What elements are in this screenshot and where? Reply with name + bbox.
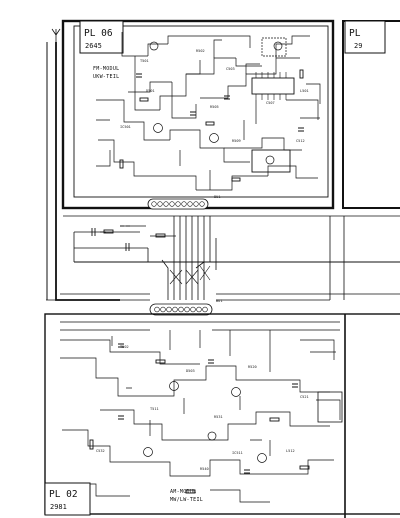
fm-module-title-line1: FM-MODUL	[93, 66, 119, 72]
component-designator: R502	[196, 49, 205, 53]
plate-outer-frame-left	[55, 42, 120, 301]
fm-module-plate-number: 2645	[85, 42, 102, 50]
component-designator: T511	[150, 407, 159, 411]
neighbor-plate-number: 29	[354, 42, 362, 50]
am-module-connector-label: BU1	[216, 299, 223, 303]
interconnect-passives	[91, 228, 166, 251]
fm-module-plate-label: PL 06	[84, 28, 113, 39]
am-module-title-line1: AM-MODUL	[170, 489, 196, 495]
neighbor-sheet: PL 29	[342, 20, 400, 209]
fm-module-connector-label: BU1	[214, 195, 221, 199]
component-designator: R540	[200, 467, 209, 471]
am-module-frame	[44, 313, 400, 515]
antenna-symbol	[51, 28, 61, 42]
interconnect-crossing	[169, 265, 211, 285]
component-designator: R531	[214, 415, 223, 419]
component-designator: D501	[146, 89, 155, 93]
am-module-plate-number: 2981	[50, 503, 67, 511]
fm-module-sub-block	[251, 149, 291, 173]
am-module-transistors	[143, 381, 267, 463]
component-designator: L512	[286, 449, 295, 453]
am-module-ic	[317, 391, 343, 423]
fm-module-connector: BU1	[147, 195, 221, 210]
component-designator: C532	[96, 449, 105, 453]
fm-module-shield-box	[261, 37, 287, 57]
am-module-title-block	[44, 482, 91, 516]
fm-module-circuit	[96, 32, 321, 191]
neighbor-plate-label: PL	[349, 28, 361, 39]
am-module-passives	[89, 343, 310, 494]
component-designator: C507	[266, 101, 275, 105]
component-designator: IC501	[120, 125, 131, 129]
fm-module-title-block	[79, 20, 124, 54]
fm-module-ic	[251, 72, 295, 100]
am-module-plate-label: PL 02	[49, 489, 78, 500]
component-designator: L501	[300, 89, 309, 93]
fm-module-transistors	[149, 41, 283, 165]
interconnect-wiring	[46, 215, 400, 301]
am-module-circuit	[60, 321, 341, 503]
am-module-sheet: AM-MODUL MW/LW-TEIL PL 02 2981	[44, 313, 400, 518]
fm-module-sheet: PL 06 2645 FM-MODUL UKW-TEIL	[61, 19, 335, 210]
component-designator: R509	[232, 139, 241, 143]
fm-module-title-line2: UKW-TEIL	[93, 74, 119, 80]
component-designator: T502	[120, 345, 129, 349]
component-designator: D503	[186, 369, 195, 373]
fm-module-inner-frame	[73, 25, 329, 198]
neighbor-title-block	[344, 20, 386, 54]
component-designator: C512	[296, 139, 305, 143]
component-designator: T501	[140, 59, 149, 63]
am-module-connector: BU1	[149, 299, 223, 316]
fm-module-passives	[119, 69, 304, 182]
am-module-title-line2: MW/LW-TEIL	[170, 497, 203, 503]
component-designator: IC511	[232, 451, 243, 455]
component-designator: C521	[300, 395, 309, 399]
component-designator: R505	[210, 105, 219, 109]
component-designator: R520	[248, 365, 257, 369]
component-designator: C503	[226, 67, 235, 71]
